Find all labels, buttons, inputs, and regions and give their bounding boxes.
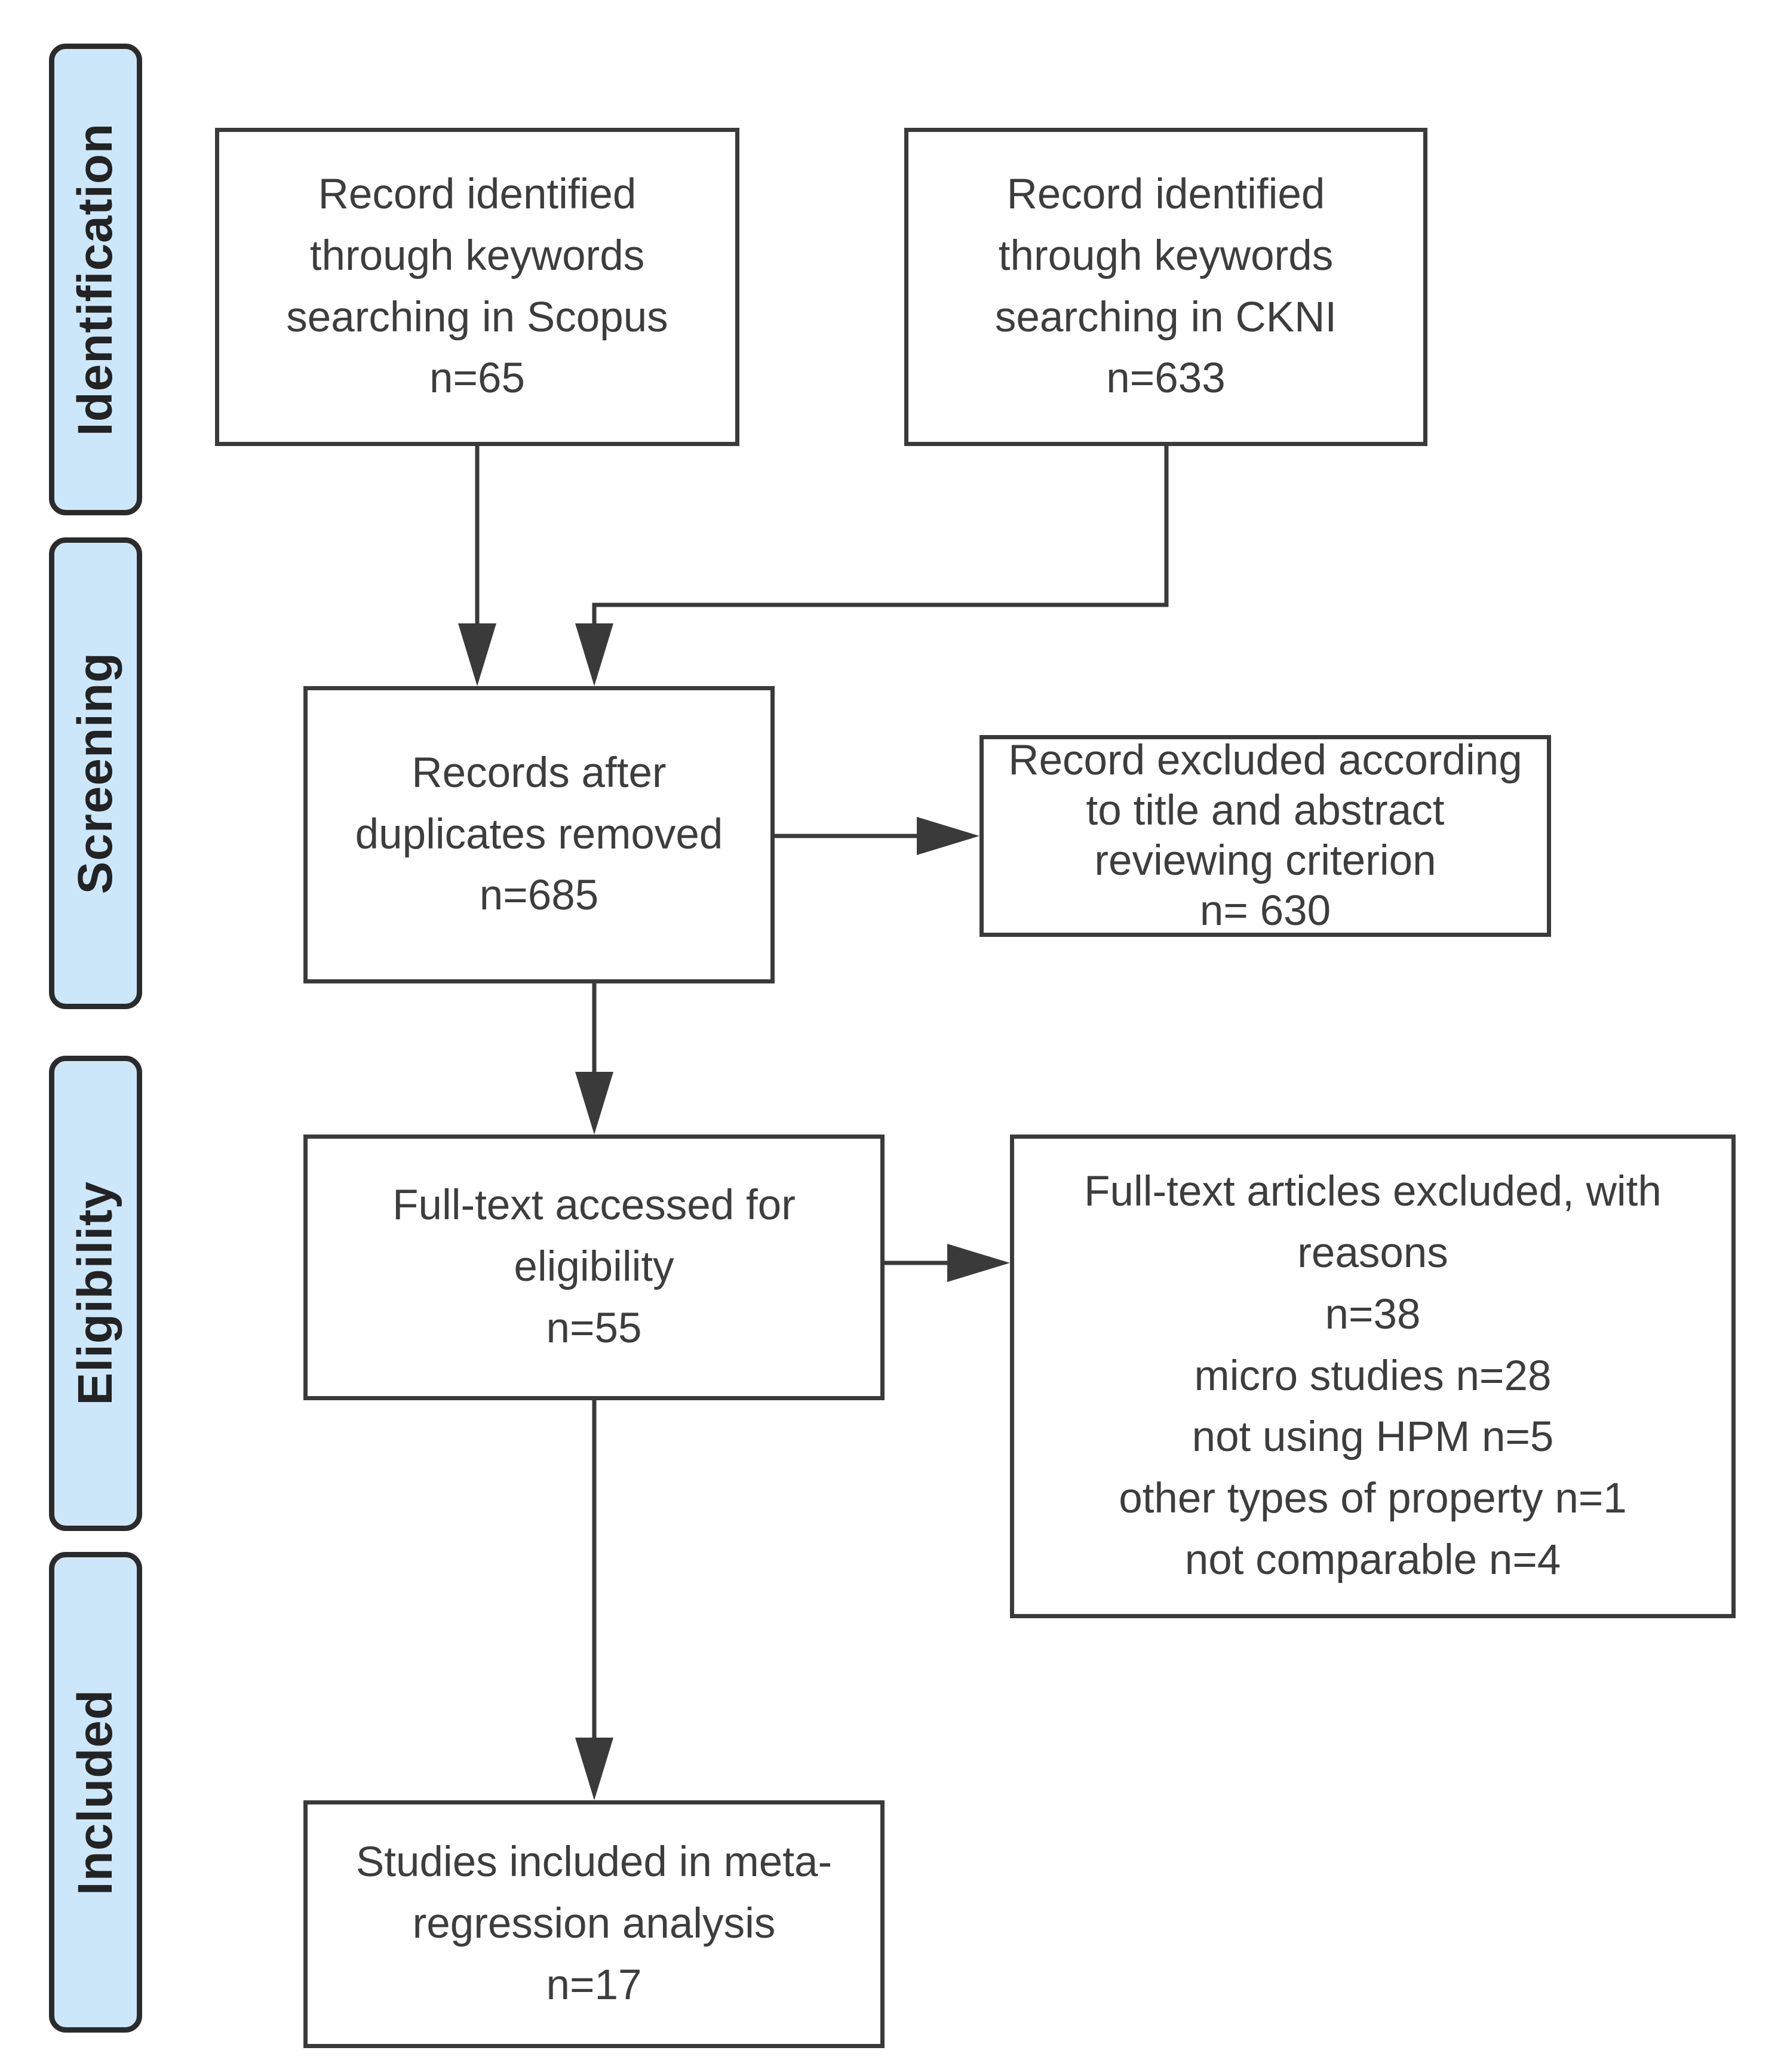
box-studies-included-meta-regression: Studies included in meta- regression ana… — [303, 1800, 885, 2048]
box-fulltext-assessed-eligibility-text: Full-text accessed for eligibility n=55 — [392, 1182, 796, 1352]
stage-label-screening: Screening — [49, 537, 142, 1009]
box-fulltext-excluded-with-reasons: Full-text articles excluded, with reason… — [1010, 1135, 1736, 1618]
box-records-identified-cnki-text: Record identified through keywords searc… — [994, 170, 1337, 402]
box-records-after-duplicates-removed: Records after duplicates removed n=685 — [303, 686, 775, 983]
stage-label-included-text: Included — [68, 1689, 122, 1896]
box-fulltext-assessed-eligibility: Full-text accessed for eligibility n=55 — [303, 1135, 885, 1400]
stage-label-screening-text: Screening — [68, 652, 122, 894]
stage-label-identification-text: Identification — [68, 122, 122, 436]
box-records-excluded-title-abstract: Record excluded according to title and a… — [979, 735, 1551, 937]
arrow-duplicates-to-title-excluded — [775, 817, 979, 855]
box-records-identified-cnki: Record identified through keywords searc… — [904, 128, 1427, 446]
stage-label-identification: Identification — [49, 44, 142, 515]
arrow-fulltext-to-fulltext-excluded — [885, 1244, 1010, 1282]
box-records-identified-scopus-text: Record identified through keywords searc… — [286, 170, 668, 402]
stage-label-eligibility: Eligibility — [49, 1056, 142, 1531]
stage-label-eligibility-text: Eligibility — [68, 1181, 122, 1406]
box-records-excluded-title-abstract-text: Record excluded according to title and a… — [1008, 737, 1522, 934]
arrow-fulltext-to-included — [575, 1398, 613, 1800]
stage-label-included: Included — [49, 1552, 142, 2033]
box-studies-included-meta-regression-text: Studies included in meta- regression ana… — [355, 1839, 833, 2009]
arrow-cnki-to-duplicates — [575, 446, 1169, 686]
box-records-after-duplicates-removed-text: Records after duplicates removed n=685 — [355, 749, 723, 920]
arrow-duplicates-to-fulltext — [575, 983, 613, 1135]
arrow-scopus-to-duplicates — [458, 446, 496, 686]
box-records-identified-scopus: Record identified through keywords searc… — [215, 128, 739, 446]
box-fulltext-excluded-with-reasons-text: Full-text articles excluded, with reason… — [1084, 1167, 1662, 1584]
